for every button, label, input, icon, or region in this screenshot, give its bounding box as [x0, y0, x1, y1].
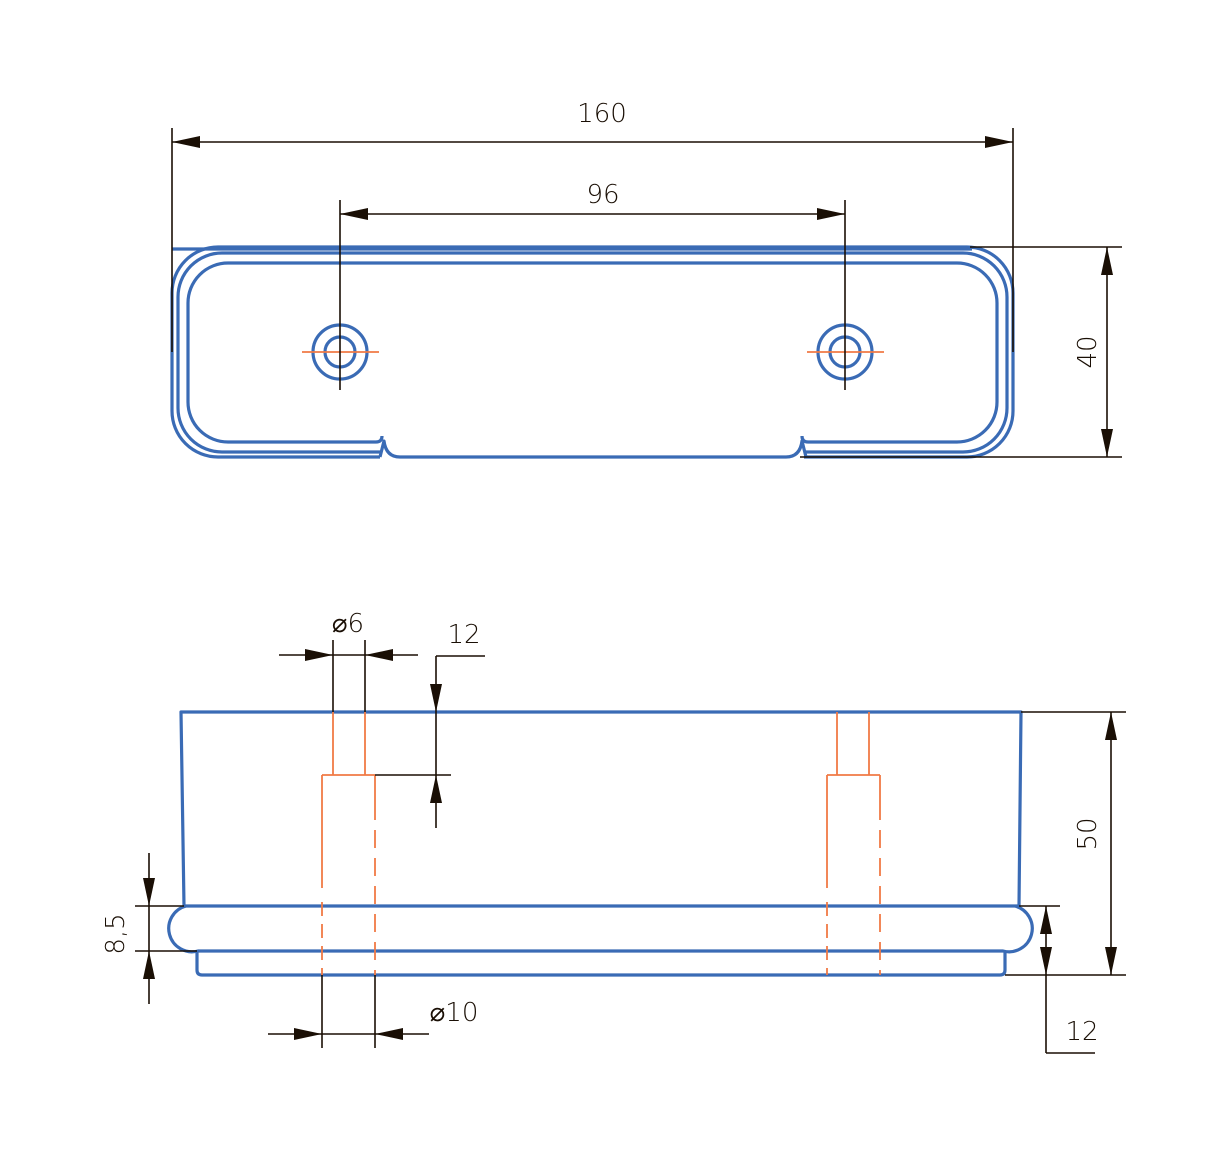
dim-phi6: ⌀6 — [332, 609, 364, 639]
base-outline — [195, 951, 1007, 977]
front-view: ⌀6 12 50 12 8,5 ⌀10 — [101, 609, 1126, 1054]
middle-contour — [176, 251, 1009, 454]
dim-50: 50 — [1073, 817, 1103, 850]
dim-12-bottom: 12 — [1065, 1017, 1098, 1047]
bead-outline — [167, 904, 1034, 954]
hidden-hole-left — [321, 712, 376, 975]
top-view: 160 96 40 — [170, 99, 1122, 459]
dim-8-5: 8,5 — [101, 913, 131, 954]
inner-contour — [186, 261, 999, 444]
dim-160: 160 — [577, 99, 627, 129]
dim-96: 96 — [586, 180, 619, 210]
body-outline — [179, 710, 1023, 908]
hidden-hole-right — [826, 712, 881, 975]
outer-contour — [170, 245, 1015, 459]
dim-12-top: 12 — [447, 620, 480, 650]
notch-bottom — [378, 439, 808, 459]
dim-phi10: ⌀10 — [430, 998, 479, 1028]
dim-40: 40 — [1073, 335, 1103, 368]
